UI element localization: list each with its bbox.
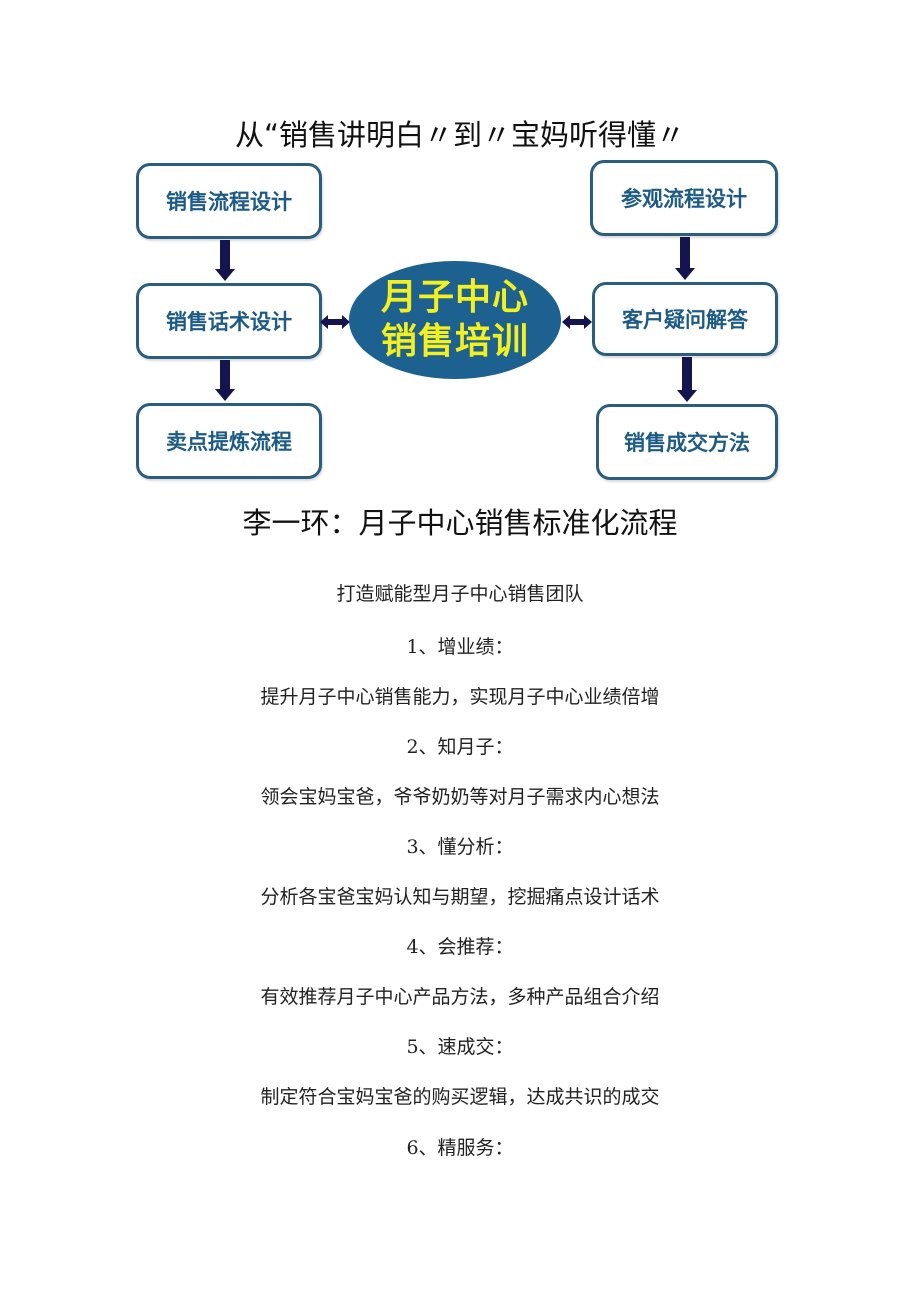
right-step-2-label: 客户疑问解答 (622, 308, 748, 332)
double-arrow-icon (320, 315, 350, 329)
item-heading: 4、会推荐： (406, 936, 514, 958)
page-title: 从“销售讲明白〃到〃宝妈听得懂〃 (234, 118, 686, 152)
left-step-3-label: 卖点提炼流程 (166, 430, 292, 454)
item-heading: 6、精服务： (406, 1137, 514, 1159)
item-heading: 3、懂分析： (406, 836, 514, 858)
right-step-2: 客户疑问解答 (592, 282, 778, 356)
left-step-1-label: 销售流程设计 (166, 190, 292, 214)
item-text: 领会宝妈宝爸，爷爷奶奶等对月子需求内心想法 (260, 786, 660, 808)
item-heading: 2、知月子： (406, 736, 514, 758)
arrow-down-icon (215, 360, 235, 402)
arrow-down-icon (215, 240, 235, 282)
item-heading: 5、速成交： (406, 1036, 514, 1058)
item-text: 有效推荐月子中心产品方法，多种产品组合介绍 (260, 986, 660, 1008)
item-text: 制定符合宝妈宝爸的购买逻辑，达成共识的成交 (260, 1086, 660, 1108)
right-step-1: 参观流程设计 (590, 160, 778, 236)
section-subtitle: 李一环：月子中心销售标准化流程 (242, 506, 678, 540)
left-step-2-label: 销售话术设计 (166, 310, 292, 334)
left-step-1: 销售流程设计 (136, 163, 322, 239)
item-text: 分析各宝爸宝妈认知与期望，挖掘痛点设计话术 (260, 886, 660, 908)
arrow-down-icon (675, 237, 695, 281)
center-topic: 月子中心 销售培训 (349, 261, 561, 379)
double-arrow-icon (562, 315, 592, 329)
center-line-2: 销售培训 (380, 321, 529, 362)
center-line-1: 月子中心 (380, 277, 529, 318)
intro-text: 打造赋能型月子中心销售团队 (336, 583, 584, 605)
item-heading: 1、增业绩： (406, 636, 514, 658)
left-step-3: 卖点提炼流程 (136, 403, 322, 479)
item-text: 提升月子中心销售能力，实现月子中心业绩倍增 (260, 686, 660, 708)
right-step-1-label: 参观流程设计 (621, 187, 747, 211)
right-step-3: 销售成交方法 (596, 404, 778, 480)
right-step-3-label: 销售成交方法 (624, 431, 750, 455)
left-step-2: 销售话术设计 (136, 283, 322, 359)
arrow-down-icon (677, 357, 697, 403)
